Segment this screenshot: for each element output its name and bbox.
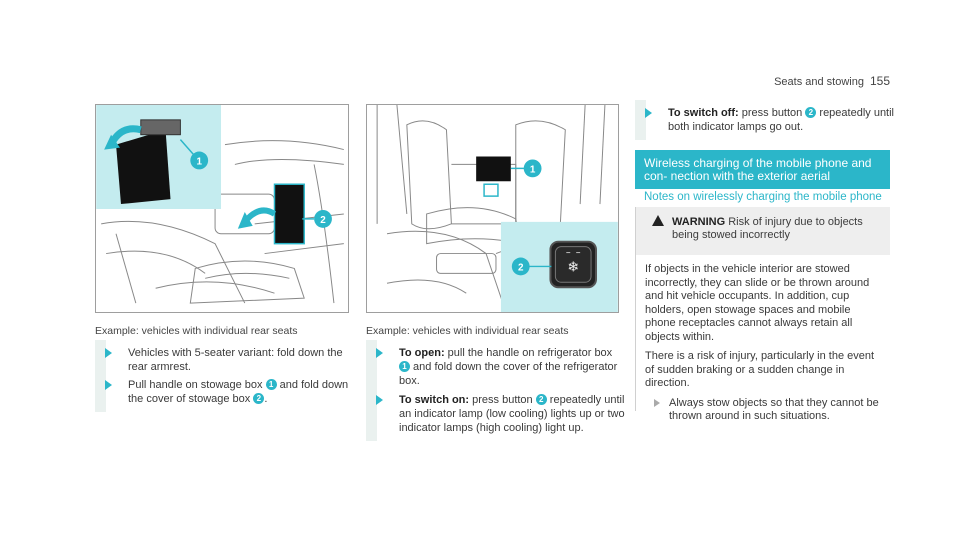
step-text: To switch off: press button 2 repeatedly… bbox=[668, 107, 895, 133]
callout-2 bbox=[511, 257, 530, 276]
callout-2-badge: 2 bbox=[253, 393, 265, 404]
warning-line1: Risk of injury due to objects bbox=[728, 216, 863, 228]
illustration-refrigerator-box: 1 ❄ 2 bbox=[366, 104, 619, 313]
page-number: 155 bbox=[869, 74, 890, 88]
callout-2-badge: 2 bbox=[535, 394, 547, 405]
section-title: Seats and stowing bbox=[774, 76, 864, 88]
page-header: Seats and stowing 155 bbox=[774, 74, 890, 88]
step-arrow-icon bbox=[105, 380, 112, 390]
step-text: To switch on: press button 2 repeatedly … bbox=[399, 394, 625, 434]
callout-2 bbox=[314, 209, 332, 228]
subheading: Notes on wirelessly charging the mobile … bbox=[635, 191, 890, 208]
step-arrow-icon bbox=[654, 398, 660, 407]
callout-2-badge: 2 bbox=[805, 107, 817, 118]
warning-title: WARNING bbox=[672, 216, 726, 228]
warning-triangle-icon bbox=[652, 215, 664, 226]
warning-header: WARNING Risk of injury due to objects be… bbox=[636, 207, 890, 255]
instruction-step: To open: pull the handle on refrigerator… bbox=[366, 340, 626, 394]
warning-step-text: Always stow objects so that they cannot … bbox=[669, 396, 879, 423]
warning-paragraph: If objects in the vehicle interior are s… bbox=[645, 263, 870, 343]
warning-paragraph: There is a risk of injury, particularly … bbox=[645, 350, 875, 389]
instruction-step: Vehicles with 5-seater variant: fold dow… bbox=[95, 340, 355, 380]
step-arrow-icon bbox=[376, 395, 383, 405]
instruction-step: To switch off: press button 2 repeatedly… bbox=[635, 100, 897, 140]
illustration-stowage-box: 1 2 bbox=[95, 104, 349, 313]
instruction-step: To switch on: press button 2 repeatedly … bbox=[366, 387, 626, 441]
callout-2-label: 2 bbox=[320, 215, 326, 226]
instruction-step: Pull handle on stowage box 1 and fold do… bbox=[95, 372, 355, 412]
snowflake-icon: ❄ bbox=[567, 259, 579, 275]
rear-seat-stowage-drawing: 1 2 bbox=[96, 105, 344, 304]
callout-1-badge: 1 bbox=[265, 379, 277, 390]
warning-step: Always stow objects so that they cannot … bbox=[645, 397, 882, 424]
figure2-caption: Example: vehicles with individual rear s… bbox=[366, 325, 569, 337]
warning-box: WARNING Risk of injury due to objects be… bbox=[635, 207, 890, 422]
step-arrow-icon bbox=[376, 348, 383, 358]
callout-1-label: 1 bbox=[196, 156, 202, 167]
callout-1 bbox=[523, 159, 542, 178]
warning-body: If objects in the vehicle interior are s… bbox=[636, 255, 890, 424]
step-text: To open: pull the handle on refrigerator… bbox=[399, 347, 618, 387]
figure1-caption: Example: vehicles with individual rear s… bbox=[95, 325, 298, 337]
rear-refrigerator-drawing: 1 ❄ 2 bbox=[376, 105, 618, 312]
step-arrow-icon bbox=[105, 348, 112, 358]
warning-line2: being stowed incorrectly bbox=[672, 229, 791, 241]
section-heading: Wireless charging of the mobile phone an… bbox=[635, 150, 890, 189]
callout-1-badge: 1 bbox=[399, 361, 410, 372]
callout-1-label: 1 bbox=[530, 164, 536, 175]
step-text: Pull handle on stowage box 1 and fold do… bbox=[128, 379, 349, 405]
step-arrow-icon bbox=[645, 108, 652, 118]
step-text: Vehicles with 5-seater variant: fold dow… bbox=[128, 347, 343, 373]
callout-2-label: 2 bbox=[518, 262, 524, 273]
callout-1 bbox=[190, 151, 209, 170]
